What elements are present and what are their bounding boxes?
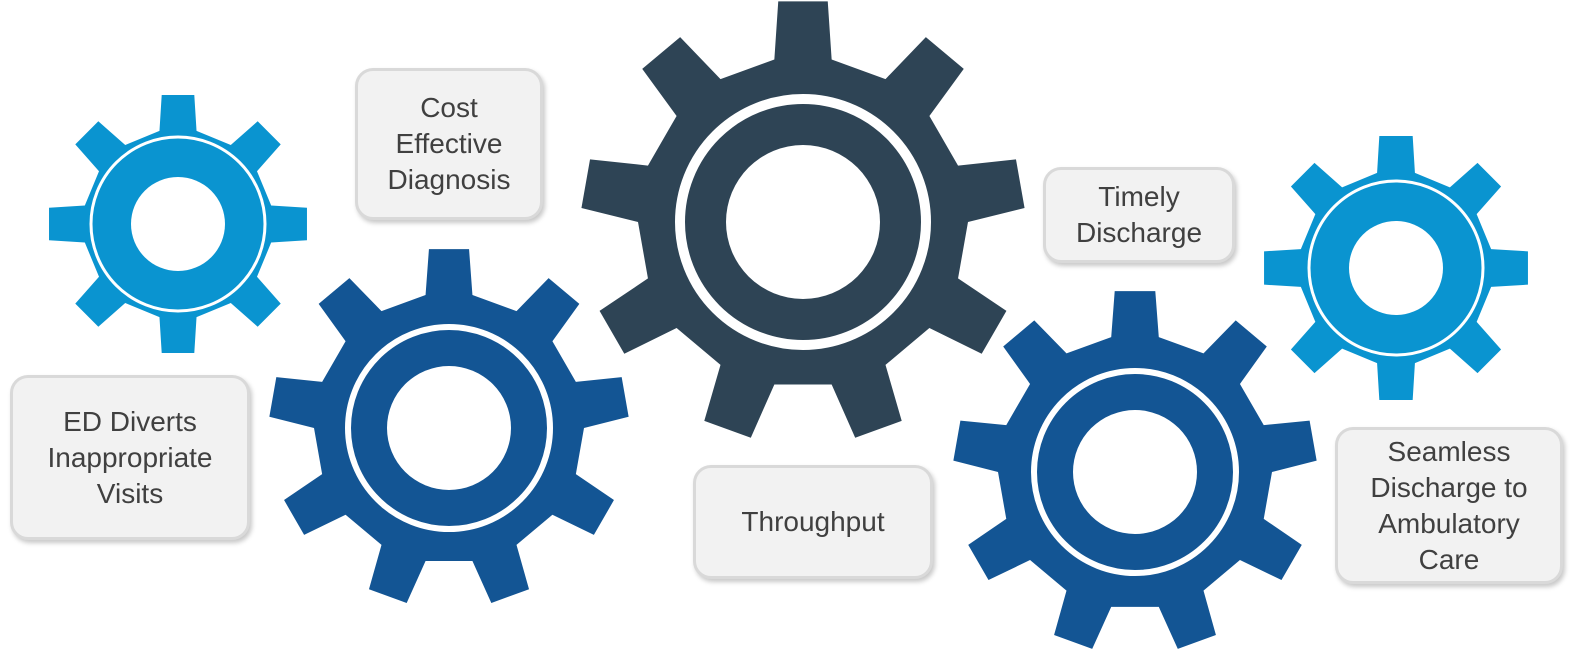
label-cost-effective-diagnosis: Cost Effective Diagnosis	[355, 68, 543, 220]
label-throughput: Throughput	[693, 465, 933, 579]
gear-blue-right-icon	[953, 291, 1317, 649]
gear-dark-center-hole	[726, 145, 880, 299]
gear-blue-left-ring	[345, 324, 553, 532]
label-timely-discharge: Timely Discharge	[1043, 167, 1235, 263]
label-timely-text: Timely Discharge	[1075, 181, 1203, 248]
label-cost-text: Cost Effective Diagnosis	[387, 92, 511, 195]
gear-light-left-icon	[49, 95, 307, 353]
gear-dark-center-icon	[581, 1, 1025, 438]
label-ed-text: ED Diverts Inappropriate Visits	[47, 405, 213, 509]
gear-blue-left-hole	[387, 366, 511, 490]
gear-dark-center-ring	[675, 94, 931, 350]
gear-light-left-hole	[131, 177, 225, 271]
label-seamless-text: Seamless Discharge to Ambulatory Care	[1370, 435, 1528, 575]
gear-light-left-ring	[89, 135, 267, 313]
gear-light-right-ring	[1307, 179, 1485, 357]
gear-blue-right-hole	[1073, 410, 1197, 534]
gear-blue-left-icon	[269, 249, 629, 603]
label-seamless-discharge: Seamless Discharge to Ambulatory Care	[1335, 427, 1563, 584]
gear-light-right-icon	[1264, 136, 1528, 400]
label-throughput-text: Throughput	[741, 506, 885, 537]
label-ed-diverts: ED Diverts Inappropriate Visits	[10, 375, 250, 540]
gear-light-right-hole	[1349, 221, 1443, 315]
gear-blue-right-ring	[1031, 368, 1239, 576]
